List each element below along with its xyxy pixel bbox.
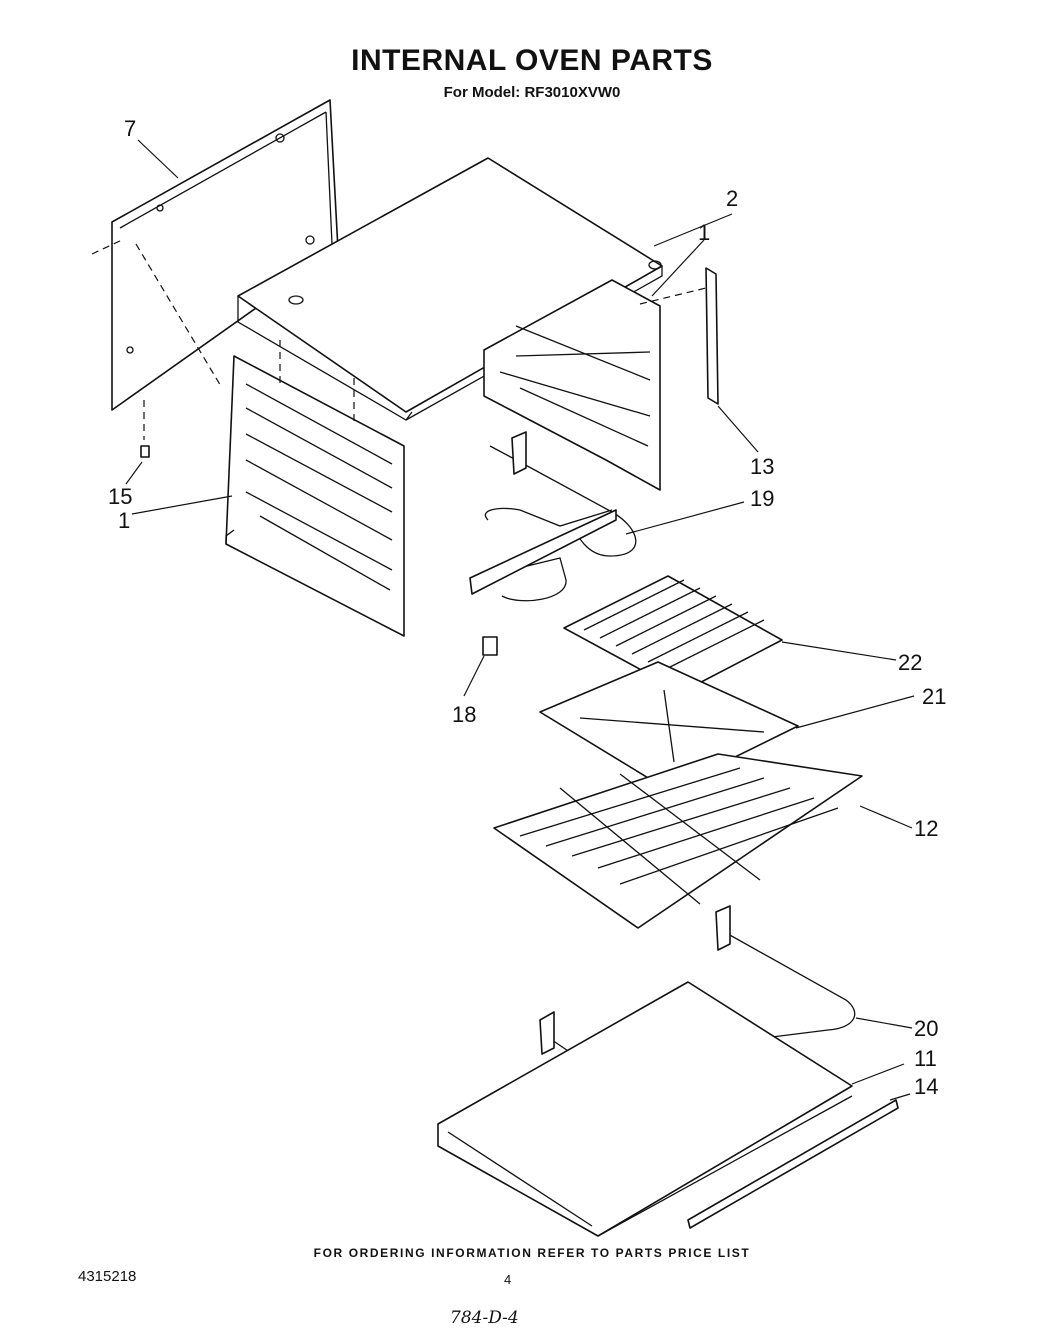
clip-part-18 [482, 636, 498, 656]
assembly-dash-lines [91, 239, 707, 440]
callout-19: 19 [750, 486, 774, 511]
page-number: 4 [504, 1272, 512, 1287]
broil-element-part [469, 431, 637, 602]
top-panel-part [237, 157, 663, 421]
handwritten-note: 784-D-4 [450, 1308, 519, 1328]
broiler-pan-part [539, 661, 799, 791]
page-title: INTERNAL OVEN PARTS [351, 44, 713, 77]
callout-11: 11 [914, 1046, 937, 1071]
oven-rack-part [493, 753, 863, 929]
rear-panel-part [111, 99, 339, 411]
oven-bottom-part [437, 981, 853, 1237]
callout-labels: 7 2 1 13 19 15 1 22 21 18 12 20 11 14 [108, 116, 946, 1099]
right-side-liner-part [483, 279, 661, 491]
callout-2: 2 [726, 186, 738, 211]
document-number: 4315218 [78, 1268, 137, 1285]
callout-leaders [125, 139, 915, 1101]
callout-15: 15 [108, 484, 132, 509]
clip-part-15 [140, 445, 150, 458]
callout-1-left: 1 [118, 508, 130, 533]
callout-1-right: 1 [698, 220, 710, 245]
callout-14: 14 [914, 1074, 938, 1099]
callout-7: 7 [124, 116, 136, 141]
callout-22: 22 [898, 650, 922, 675]
callout-18: 18 [452, 702, 476, 727]
model-subtitle: For Model: RF3010XVW0 [443, 84, 621, 101]
callout-12: 12 [914, 816, 938, 841]
callout-20: 20 [914, 1016, 938, 1041]
ordering-information-note: FOR ORDERING INFORMATION REFER TO PARTS … [313, 1246, 751, 1260]
callout-13: 13 [750, 454, 774, 479]
left-side-liner-part [225, 355, 405, 637]
callout-21: 21 [922, 684, 946, 709]
trim-strip-part [687, 1099, 899, 1229]
bracket-strip-part [705, 267, 719, 405]
